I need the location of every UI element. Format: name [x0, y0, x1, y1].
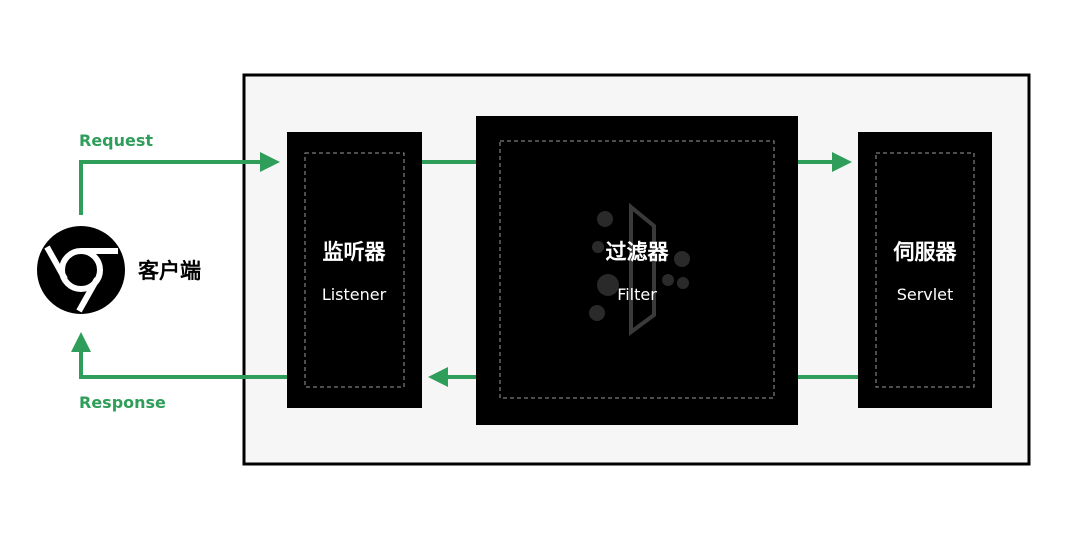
listener-box: 监听器 Listener: [287, 132, 422, 408]
servlet-label-en: Servlet: [897, 285, 954, 304]
chrome-browser-icon: [37, 226, 125, 314]
filter-logo-icon: [589, 202, 690, 336]
flow-arrows: [71, 152, 858, 387]
request-arrow: [79, 152, 280, 215]
filter-label-cn: 过滤器: [606, 240, 670, 264]
filter-label-en: Filter: [617, 285, 657, 304]
listener-label-en: Listener: [322, 285, 387, 304]
request-label: Request: [79, 131, 153, 150]
filter-box: 过滤器 Filter: [476, 116, 798, 425]
servlet-box: 伺服器 Servlet: [858, 132, 992, 408]
response-arrow: [71, 332, 287, 379]
listener-label-cn: 监听器: [323, 240, 387, 264]
response-label: Response: [79, 393, 166, 412]
client-label: 客户端: [138, 259, 201, 283]
servlet-label-cn: 伺服器: [893, 240, 958, 264]
